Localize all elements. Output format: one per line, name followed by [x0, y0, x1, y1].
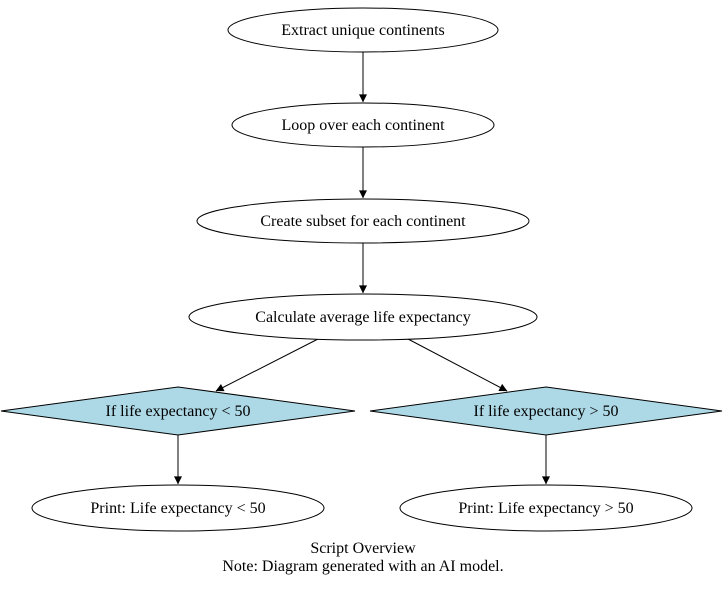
node-loop-over-continent: Loop over each continent — [231, 102, 495, 148]
node-label: Extract unique continents — [281, 22, 445, 39]
ellipse-shape — [196, 198, 530, 244]
node-create-subset: Create subset for each continent — [196, 198, 530, 244]
ellipse-shape — [399, 484, 693, 532]
diamond-shape — [369, 386, 723, 436]
ellipse-shape — [188, 293, 538, 341]
edge-average-ifless — [215, 338, 319, 392]
node-label: Calculate average life expectancy — [255, 309, 470, 326]
decision-if-life-expectancy-greater-50: If life expectancy > 50 — [369, 386, 723, 436]
node-print-less-50: Print: Life expectancy < 50 — [31, 484, 325, 532]
node-label: If life expectancy < 50 — [106, 403, 251, 420]
caption-title: Script Overview — [310, 540, 416, 557]
edge-average-ifgreater — [407, 338, 508, 392]
ellipse-shape — [227, 7, 499, 53]
node-label: Create subset for each continent — [260, 213, 466, 230]
decision-if-life-expectancy-less-50: If life expectancy < 50 — [0, 386, 356, 436]
diamond-shape — [0, 386, 356, 436]
node-label: Loop over each continent — [281, 117, 445, 134]
ellipse-shape — [231, 102, 495, 148]
node-label: Print: Life expectancy > 50 — [458, 500, 633, 517]
node-calculate-average: Calculate average life expectancy — [188, 293, 538, 341]
caption-note: Note: Diagram generated with an AI model… — [222, 558, 503, 575]
node-print-greater-50: Print: Life expectancy > 50 — [399, 484, 693, 532]
node-label: Print: Life expectancy < 50 — [90, 500, 265, 517]
ellipse-shape — [31, 484, 325, 532]
node-label: If life expectancy > 50 — [474, 403, 619, 420]
node-extract-unique-continents: Extract unique continents — [227, 7, 499, 53]
